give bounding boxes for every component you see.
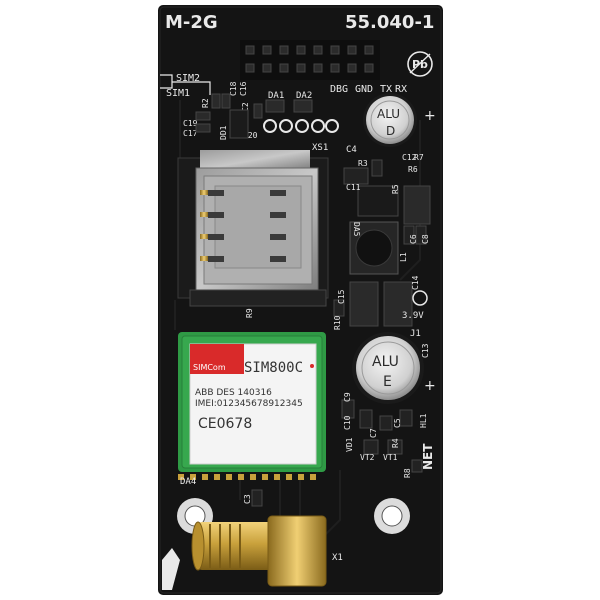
header-pin: [279, 63, 289, 73]
svg-text:R6: R6: [408, 165, 418, 174]
xs1-label: XS1: [312, 143, 328, 153]
svg-text:J1: J1: [410, 329, 421, 339]
header-pin: [347, 63, 357, 73]
svg-text:R2: R2: [201, 98, 210, 108]
part-number: 55.040-1: [345, 12, 434, 33]
header-pin: [313, 45, 323, 55]
mounting-holes: [177, 498, 410, 534]
header-pin: [330, 45, 340, 55]
sim-selector: SIM2 SIM1: [160, 73, 211, 99]
svg-text:DA4: DA4: [180, 477, 196, 487]
test-pads: [263, 119, 339, 133]
svg-text:R10: R10: [333, 315, 342, 330]
pin-header: [240, 40, 380, 80]
svg-text:C7: C7: [369, 428, 378, 438]
header-pin: [330, 63, 340, 73]
svg-text:3.9V: 3.9V: [402, 311, 424, 321]
pb-mark: Pb: [407, 51, 433, 77]
header-pin: [296, 63, 306, 73]
pin-label-dbg: DBG: [330, 84, 348, 95]
header-pin: [347, 45, 357, 55]
header-pin: [279, 45, 289, 55]
svg-text:C10: C10: [343, 415, 352, 430]
svg-text:C8: C8: [421, 234, 430, 244]
svg-text:R3: R3: [358, 159, 368, 168]
module-line2: IMEI:012345678912345: [195, 399, 303, 409]
header-pin: [364, 45, 374, 55]
smd-parts-bottom: [251, 399, 423, 507]
board-name: M-2G: [165, 12, 218, 33]
header-pin: [245, 63, 255, 73]
module-model: SIM800C: [244, 360, 303, 376]
svg-text:C5: C5: [393, 418, 402, 428]
svg-text:R5: R5: [391, 184, 400, 194]
svg-text:E: E: [383, 374, 392, 390]
pin-label-tx: TX: [380, 84, 392, 95]
svg-text:HL1: HL1: [419, 413, 428, 428]
capacitor-alu-e: ALU E +: [352, 332, 436, 404]
svg-text:C11: C11: [346, 183, 361, 192]
svg-text:C2: C2: [241, 102, 250, 112]
pin-label-rx: RX: [395, 84, 407, 95]
gsm-module: SIMCom SIM800C ABB DES 140316 IMEI:01234…: [178, 332, 326, 480]
svg-text:C19: C19: [183, 119, 198, 128]
svg-text:C16: C16: [239, 81, 248, 96]
module-line1: ABB DES 140316: [195, 388, 272, 398]
svg-text:C15: C15: [337, 289, 346, 304]
silkscreen-labels-bottom: C9 C10 C7 C5 R4 HL1 VD1 VT2 VT1 R8 NET D…: [180, 392, 435, 563]
sma-connector: [191, 515, 327, 587]
header-pin: [313, 63, 323, 73]
svg-text:ALU: ALU: [377, 107, 400, 121]
svg-text:C20: C20: [243, 131, 258, 140]
svg-text:+: +: [424, 108, 436, 124]
header-pin: [245, 45, 255, 55]
svg-text:C14: C14: [411, 275, 420, 290]
header-pin: [262, 45, 272, 55]
pin-label-gnd: GND: [355, 84, 373, 95]
sim2-label: SIM2: [176, 73, 200, 84]
test-point-3v9: [412, 290, 428, 306]
silkscreen-labels-right: R3 C12 R7 R6 C11 R5 DA5 C6 C8 L1 C14 C15…: [245, 153, 430, 358]
sim-card-holder: [177, 150, 329, 307]
svg-text:DD1: DD1: [219, 125, 228, 140]
svg-text:ALU: ALU: [372, 354, 399, 370]
svg-text:L1: L1: [399, 252, 408, 262]
svg-text:R8: R8: [403, 468, 412, 478]
svg-text:C13: C13: [421, 343, 430, 358]
svg-text:X1: X1: [332, 553, 343, 563]
svg-text:C12: C12: [402, 153, 417, 162]
svg-text:VT1: VT1: [383, 453, 398, 462]
svg-text:R4: R4: [391, 438, 400, 448]
svg-text:VD1: VD1: [345, 437, 354, 452]
svg-text:R7: R7: [414, 153, 424, 162]
svg-text:VT2: VT2: [360, 453, 375, 462]
header-pin: [262, 63, 272, 73]
net-label: NET: [421, 443, 435, 470]
smd-parts-right: [333, 159, 431, 327]
header-pin: [364, 63, 374, 73]
svg-text:D: D: [386, 124, 395, 138]
svg-text:DA2: DA2: [296, 91, 312, 101]
svg-text:C18: C18: [229, 81, 238, 96]
sim1-label: SIM1: [166, 88, 190, 99]
corner-logo: [162, 548, 180, 590]
module-brand: SIMCom: [193, 363, 226, 372]
svg-text:C3: C3: [243, 494, 252, 504]
module-ce: CE0678: [198, 416, 252, 432]
svg-text:C9: C9: [343, 392, 352, 402]
svg-text:DA5: DA5: [352, 222, 361, 237]
capacitor-alu-d: ALU D +: [363, 93, 436, 147]
svg-text:DA1: DA1: [268, 91, 284, 101]
smd-parts-top: [195, 93, 313, 139]
svg-text:C6: C6: [409, 234, 418, 244]
svg-text:+: +: [424, 378, 436, 394]
header-pin: [296, 45, 306, 55]
svg-text:Pb: Pb: [412, 58, 428, 71]
svg-text:C17: C17: [183, 129, 198, 138]
svg-text:R9: R9: [245, 308, 254, 318]
svg-text:C4: C4: [346, 145, 357, 155]
